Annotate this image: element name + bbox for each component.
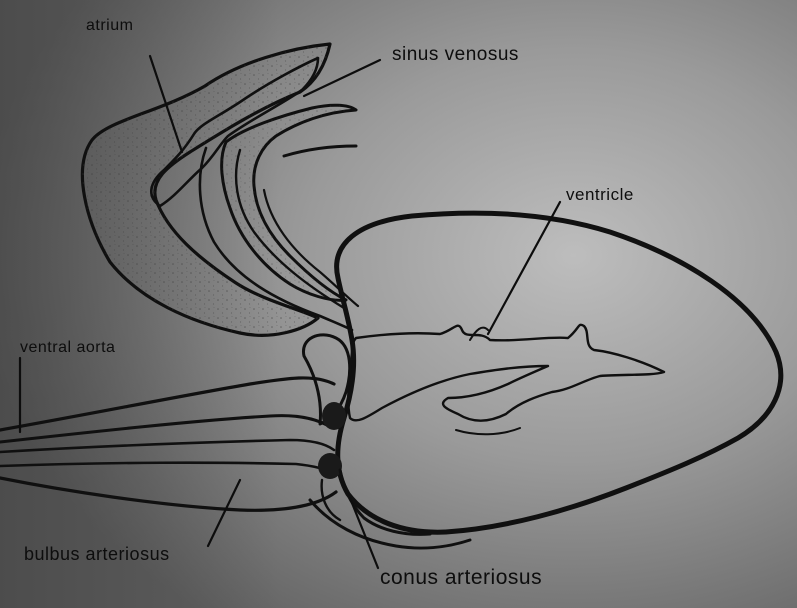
label-conus-arteriosus: conus arteriosus (380, 566, 542, 589)
label-sinus-venosus: sinus venosus (392, 44, 519, 65)
label-atrium: atrium (86, 17, 133, 34)
label-ventral-aorta: ventral aorta (20, 339, 115, 356)
conus-valve-upper (322, 402, 346, 430)
label-ventricle: ventricle (566, 185, 634, 204)
label-bulbus-arteriosus: bulbus arteriosus (24, 544, 170, 564)
conus-valve-lower (318, 453, 342, 479)
